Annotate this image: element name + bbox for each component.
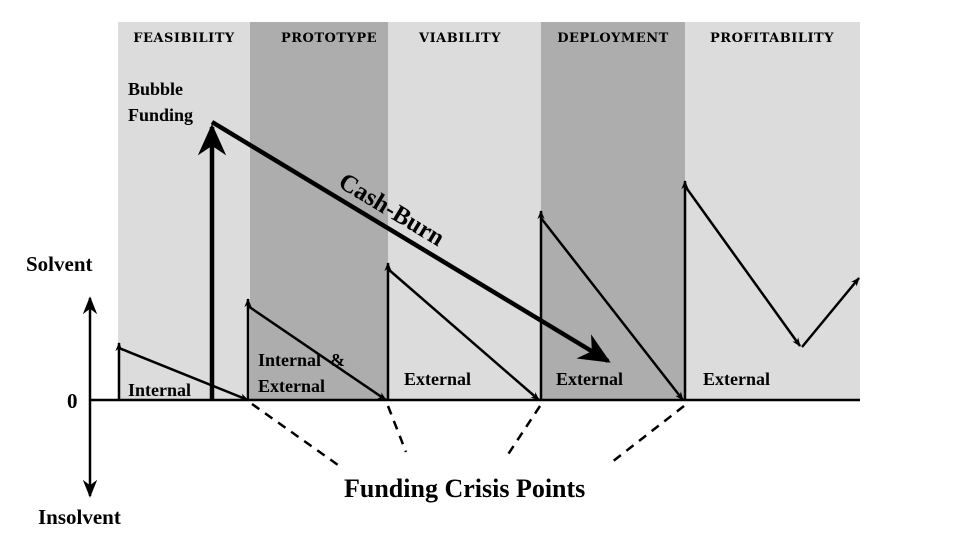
stage-band-feasibility <box>118 22 250 400</box>
external-deployment-label: External <box>556 369 623 389</box>
stage-label-deployment: DEPLOYMENT <box>557 31 669 46</box>
crisis-pointer-3 <box>503 405 542 460</box>
viability-burn-arrow <box>387 268 540 401</box>
deployment-burn-arrow <box>540 217 684 401</box>
stage-band-deployment <box>541 22 685 400</box>
stage-bands <box>118 22 860 400</box>
bubble-funding-label-line2: Funding <box>128 105 193 125</box>
funding-crisis-points-label: Funding Crisis Points <box>344 474 585 503</box>
stage-label-profitability: PROFITABILITY <box>710 31 834 46</box>
zero-label: 0 <box>67 389 78 413</box>
solvent-label: Solvent <box>26 252 93 276</box>
stage-label-viability: VIABILITY <box>418 31 501 46</box>
stage-band-prototype <box>250 22 388 400</box>
internal-label: Internal <box>128 380 191 400</box>
external-viability-label: External <box>404 369 471 389</box>
crisis-pointer-1 <box>251 402 339 467</box>
prototype-burn-arrow <box>247 304 387 402</box>
profitability-burn-arrow <box>683 185 802 347</box>
bubble-funding-label-line1: Bubble <box>128 79 183 99</box>
stage-label-feasibility: FEASIBILITY <box>133 31 235 46</box>
insolvent-label: Insolvent <box>38 505 121 529</box>
external-profitability-label: External <box>703 369 770 389</box>
stage-band-profitability <box>685 22 860 400</box>
crisis-pointer-lines <box>251 402 685 467</box>
internal-external-label-line1: Internal & <box>258 350 345 370</box>
crisis-pointer-4 <box>611 405 685 463</box>
stage-label-prototype: PROTOTYPE <box>281 31 377 46</box>
feasibility-burn-arrow <box>118 346 249 402</box>
profitability-growth-arrow <box>801 277 860 348</box>
internal-external-label-line2: External <box>258 376 325 396</box>
crisis-pointer-2 <box>386 405 408 453</box>
